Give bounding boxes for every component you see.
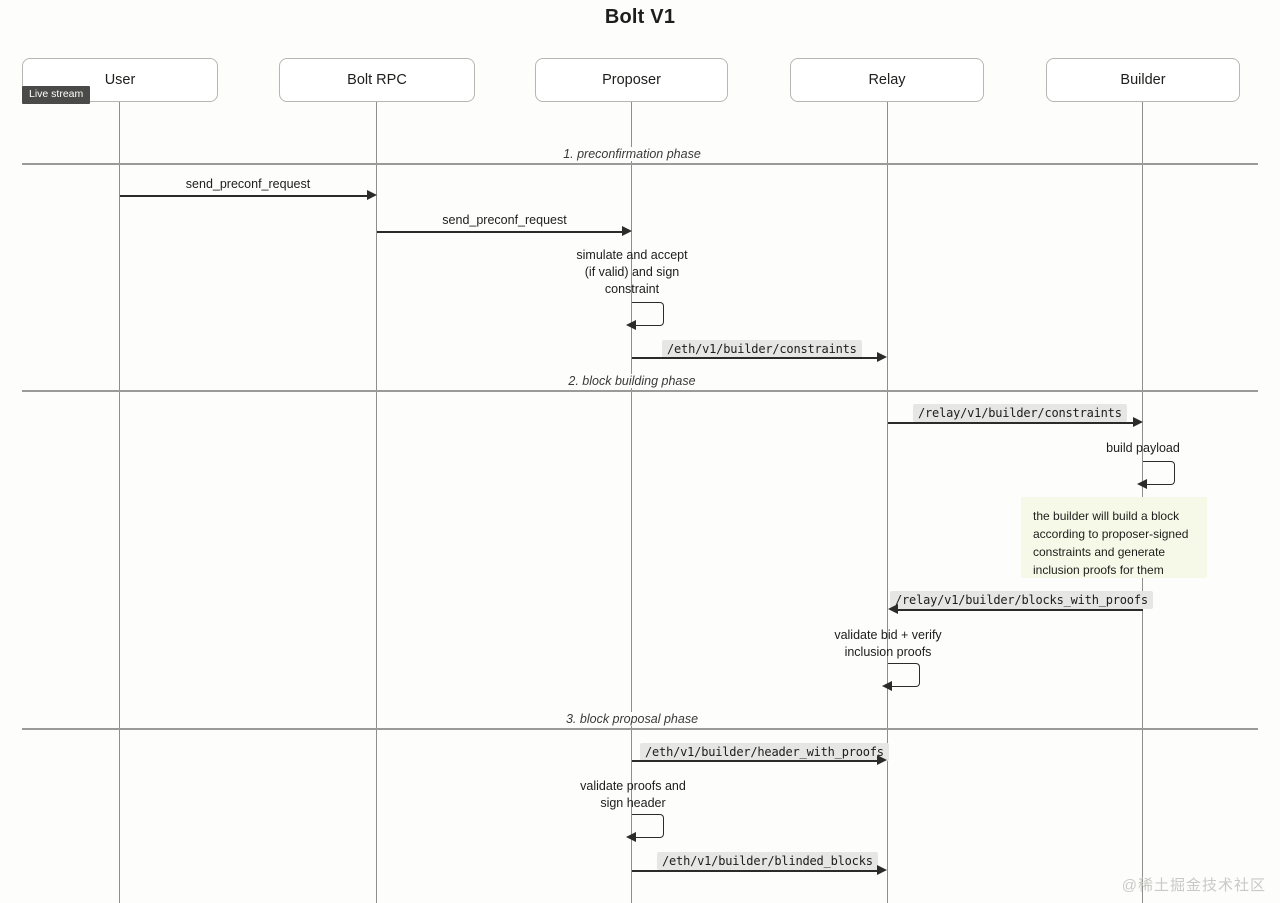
phase-label-2: 2. block building phase [422, 374, 842, 388]
lifeline-bolt-rpc [376, 102, 378, 903]
participant-proposer[interactable]: Proposer [535, 58, 728, 102]
participant-label: Builder [1120, 72, 1166, 88]
self-message-label-validate-bid: validate bid + verify inclusion proofs [834, 628, 942, 659]
arrowhead-right-icon [877, 865, 887, 875]
message-label-send-preconf-request-2: send_preconf_request [442, 213, 567, 227]
message-arrow-line [632, 357, 878, 359]
arrowhead-left-icon [888, 604, 898, 614]
participant-label: Relay [868, 72, 906, 88]
message-arrow-line [632, 760, 878, 762]
arrowhead-left-icon [626, 832, 636, 842]
phase-divider-2 [22, 390, 1258, 392]
message-arrow-line [888, 422, 1134, 424]
phase-divider-3 [22, 728, 1258, 730]
note-builder-constraints: the builder will build a block according… [1021, 497, 1207, 578]
arrowhead-left-icon [882, 681, 892, 691]
self-message-loop-proposer-2 [632, 814, 664, 838]
arrowhead-right-icon [877, 755, 887, 765]
message-label-relay-v1-builder-constraints: /relay/v1/builder/constraints [913, 404, 1127, 422]
watermark: @稀土掘金技术社区 [1121, 877, 1266, 894]
participant-builder[interactable]: Builder [1046, 58, 1240, 102]
arrowhead-right-icon [367, 190, 377, 200]
self-message-label-build-payload: build payload [1106, 441, 1180, 455]
phase-label-3: 3. block proposal phase [422, 712, 842, 726]
participant-relay[interactable]: Relay [790, 58, 984, 102]
message-arrow-line [897, 609, 1143, 611]
self-message-loop-proposer [632, 302, 664, 326]
self-message-loop-builder [1143, 461, 1175, 485]
participant-label: Proposer [602, 72, 661, 88]
page-title: Bolt V1 [604, 6, 676, 28]
arrowhead-right-icon [877, 352, 887, 362]
lifeline-proposer [631, 102, 633, 903]
self-message-loop-relay [888, 663, 920, 687]
participant-label: User [104, 72, 136, 88]
arrowhead-left-icon [626, 320, 636, 330]
message-label-eth-v1-builder-blinded-blocks: /eth/v1/builder/blinded_blocks [657, 852, 878, 870]
lifeline-relay [887, 102, 889, 903]
lifeline-user [119, 102, 121, 903]
arrowhead-left-icon [1137, 479, 1147, 489]
self-message-label-validate-proofs: validate proofs and sign header [580, 779, 686, 810]
message-label-eth-v1-builder-constraints: /eth/v1/builder/constraints [662, 340, 862, 358]
message-label-relay-v1-builder-blocks-with-proofs: /relay/v1/builder/blocks_with_proofs [890, 591, 1153, 609]
message-label-eth-v1-builder-header-with-proofs: /eth/v1/builder/header_with_proofs [640, 743, 889, 761]
message-arrow-line [377, 231, 623, 233]
participant-bolt-rpc[interactable]: Bolt RPC [279, 58, 475, 102]
message-arrow-line [120, 195, 368, 197]
message-label-send-preconf-request-1: send_preconf_request [185, 177, 311, 191]
arrowhead-right-icon [1133, 417, 1143, 427]
participant-label: Bolt RPC [347, 72, 407, 88]
phase-divider-1 [22, 163, 1258, 165]
phase-label-1: 1. preconfirmation phase [422, 147, 842, 161]
arrowhead-right-icon [622, 226, 632, 236]
self-message-label-simulate-and-sign: simulate and accept (if valid) and sign … [576, 248, 688, 296]
live-stream-badge: Live stream [22, 86, 91, 104]
message-arrow-line [632, 870, 878, 872]
